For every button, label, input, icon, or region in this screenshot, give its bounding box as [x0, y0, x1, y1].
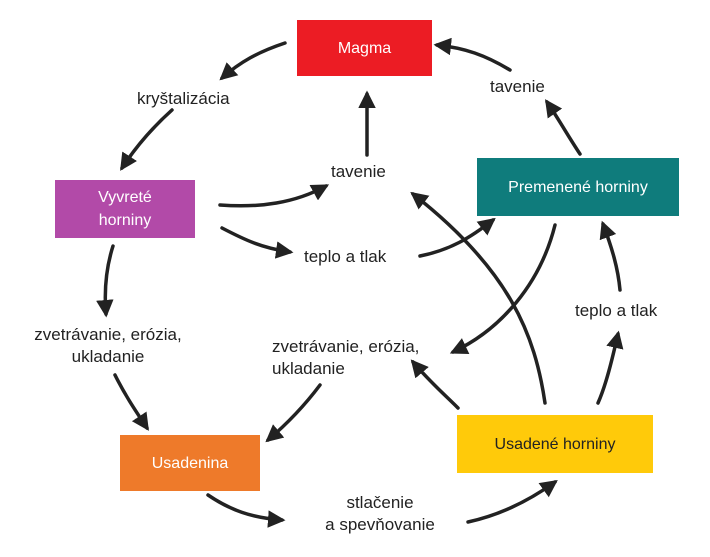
magma-node: Magma: [297, 20, 432, 76]
weathering-center-label: zvetrávanie, erózia, ukladanie: [272, 336, 419, 380]
arrow-igneous-to-melting-center: [218, 184, 330, 208]
compaction-label: stlačenie a spevňovanie: [300, 492, 460, 536]
igneous-rocks-label-line1: Vyvreté: [98, 189, 152, 206]
arrow-metamorphic-to-weathering-center: [449, 223, 557, 354]
sediment-label: Usadenina: [151, 454, 229, 472]
sedimentary-rocks-node: Usadené horniny: [457, 415, 653, 473]
heat-pressure-right-label: teplo a tlak: [575, 301, 658, 320]
weathering-left-line2: ukladanie: [71, 347, 145, 366]
crystallization-label: kryštalizácia: [137, 89, 230, 108]
igneous-rocks-node: Vyvreté horniny: [55, 180, 195, 238]
arrow-heat-pressure-to-metamorphic: [418, 217, 496, 258]
arrow-melting-right-to-magma: [433, 37, 512, 72]
arrow-heat-pressure-right-to-metamorphic: [599, 220, 622, 292]
weathering-left-line1: zvetrávanie, erózia,: [34, 325, 182, 344]
metamorphic-rocks-node: Premenené horniny: [477, 158, 679, 216]
arrow-metamorphic-to-melting-right: [545, 99, 582, 156]
compaction-line2: a spevňovanie: [325, 515, 435, 534]
arrow-crystallization-to-igneous: [120, 108, 174, 171]
arrow-sedimentary-to-heat-pressure-right: [596, 330, 624, 405]
metamorphic-rocks-label: Premenené horniny: [508, 178, 648, 196]
arrow-sedimentary-to-melting-center: [410, 191, 547, 405]
arrow-compaction-to-sedimentary: [466, 479, 558, 524]
weathering-center-line1: zvetrávanie, erózia,: [272, 337, 420, 356]
arrow-magma-to-crystallization: [219, 41, 287, 81]
arrow-weathering-center-to-sediment: [265, 383, 322, 443]
compaction-line1: stlačenie: [346, 493, 414, 512]
arrow-sedimentary-to-weathering-center: [410, 359, 460, 410]
melting-right-label: tavenie: [490, 77, 545, 96]
arrow-igneous-to-heat-pressure: [220, 226, 294, 259]
weathering-left-label: zvetrávanie, erózia, ukladanie: [10, 324, 206, 368]
heat-pressure-center-label: teplo a tlak: [304, 247, 387, 266]
weathering-center-line2: ukladanie: [272, 359, 345, 378]
arrow-igneous-to-weathering-left: [96, 244, 115, 318]
arrow-weathering-left-to-sediment: [113, 373, 149, 431]
sedimentary-rocks-label: Usadené horniny: [494, 435, 616, 453]
arrow-sediment-to-compaction: [206, 493, 286, 528]
magma-label: Magma: [337, 39, 392, 57]
melting-center-label: tavenie: [331, 162, 386, 181]
igneous-rocks-label-line2: horniny: [98, 212, 152, 229]
sediment-node: Usadenina: [120, 435, 260, 491]
